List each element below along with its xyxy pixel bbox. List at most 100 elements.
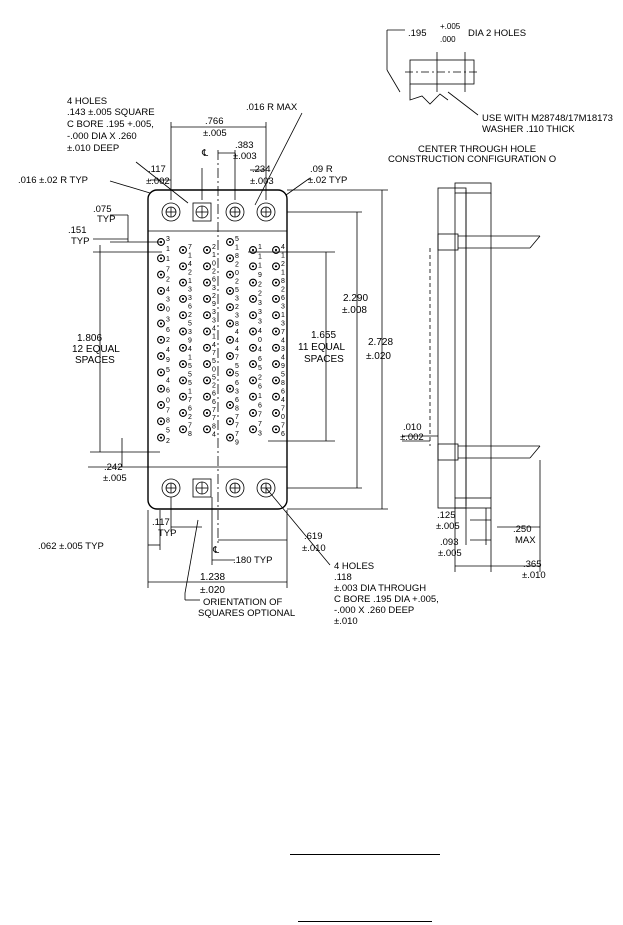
contact-pin <box>272 376 280 385</box>
contact-pin-center <box>159 403 163 407</box>
pin-number-label: 0 <box>166 307 170 314</box>
contact-pin <box>272 327 280 336</box>
mounting-hole-top-4 <box>256 202 276 222</box>
contact-pin <box>179 262 187 271</box>
d365-value: .365 <box>523 559 542 570</box>
contact-pin-center <box>205 428 209 431</box>
pin-number-label: 7 <box>188 244 192 251</box>
d234-tol: ±.003 <box>250 176 274 187</box>
pin-number-label: 4 <box>166 347 170 354</box>
contact-pin <box>157 401 165 409</box>
d250-max: MAX <box>515 535 536 546</box>
contact-pin-center <box>228 338 232 341</box>
contact-pin-center <box>159 257 163 260</box>
contact-pin-center <box>228 403 232 407</box>
pin-number-label: 6 <box>258 402 262 409</box>
pin-number-label: 9 <box>281 363 285 370</box>
contact-pin-center <box>274 248 278 252</box>
mounting-hole-bottom-3 <box>225 478 245 498</box>
contact-pin <box>157 335 165 344</box>
contact-pin <box>272 278 280 287</box>
d180-typ: .180 TYP <box>233 555 272 566</box>
pin-number-label: 5 <box>188 380 192 387</box>
pin-number-label: 0 <box>212 366 216 373</box>
pin-number-label: 3 <box>281 346 285 353</box>
contact-pin-center <box>159 436 163 439</box>
pin-number-label: 2 <box>212 383 216 390</box>
contact-pin <box>249 262 257 271</box>
pin-number-label: 1 <box>258 244 262 251</box>
pin-number-label: 5 <box>258 365 262 372</box>
d075-typ: TYP <box>97 214 115 225</box>
pin-number-label: 4 <box>258 346 262 353</box>
pin-number-label: 3 <box>212 285 216 292</box>
contact-pin-center <box>274 411 278 415</box>
contact-pin-center <box>159 371 163 374</box>
pin-number-label: 1 <box>188 253 192 260</box>
pin-number-label: 4 <box>235 329 239 336</box>
pin-number-label: 1 <box>166 246 170 253</box>
pin-number-label: 6 <box>188 406 192 413</box>
mounting-hole-bottom-2 <box>192 478 212 498</box>
d242-value: .242 <box>104 462 123 473</box>
pin-number-label: 3 <box>258 309 262 316</box>
pin-number-label: 4 <box>281 397 285 404</box>
contact-pin <box>226 352 234 361</box>
contact-pin-center <box>205 379 209 382</box>
contact-pin-center <box>181 411 185 415</box>
pin-number-label: 3 <box>235 295 239 302</box>
contact-pin-center <box>251 248 255 252</box>
contact-pin-center <box>274 346 278 349</box>
pin-number-label: 2 <box>212 293 216 300</box>
pin-number-label: 1 <box>166 256 170 263</box>
pin-number-label: 2 <box>188 414 192 421</box>
four-holes-bottom-1: 4 HOLES <box>334 561 374 572</box>
pin-number-label: 8 <box>212 423 216 430</box>
contact-pin-center <box>159 273 163 276</box>
pin-number-label: 4 <box>281 244 285 251</box>
contact-pin <box>203 294 211 303</box>
pin-number-label: 9 <box>188 338 192 345</box>
pin-number-label: 2 <box>235 304 239 311</box>
d1655-spaces: SPACES <box>304 354 344 365</box>
d010-tol: ±.002 <box>400 432 424 443</box>
pin-number-label: 1 <box>212 252 216 259</box>
contact-pin-center <box>274 428 278 431</box>
contact-pin <box>203 376 211 385</box>
d093-value: .093 <box>440 537 459 548</box>
contact-pin <box>272 262 280 271</box>
contact-pin-center <box>205 281 209 284</box>
contact-pin <box>179 278 187 287</box>
r016-max: .016 R MAX <box>246 102 298 113</box>
pin-number-label: 7 <box>258 412 262 419</box>
pin-number-label: 3 <box>166 236 170 243</box>
contact-pin-center <box>228 436 232 439</box>
contact-pin-center <box>181 346 185 349</box>
contact-pin-center <box>159 240 163 244</box>
pin-number-label: 5 <box>281 372 285 379</box>
pin-number-label: 4 <box>212 431 216 438</box>
d117-top-tol: ±.002 <box>146 176 170 187</box>
contact-pin-center <box>181 330 185 333</box>
contact-pin <box>157 254 165 263</box>
four-holes-bottom-6: ±.010 <box>334 616 358 627</box>
d117-bottom-typ: TYP <box>158 528 176 539</box>
side-dia-tol-plus: +.005 <box>440 22 461 31</box>
contact-pin-center <box>274 363 278 366</box>
contact-pin <box>249 376 257 385</box>
contact-pin-center <box>181 428 185 431</box>
pin-number-label: 2 <box>212 244 216 251</box>
center-through-note-1: CENTER THROUGH HOLE <box>418 144 536 155</box>
contact-pin-center <box>228 371 232 374</box>
contact-pin <box>272 392 280 401</box>
contact-pin <box>157 286 165 295</box>
contact-pin-center <box>181 395 185 398</box>
connector-body-outline <box>147 189 288 510</box>
contact-pin <box>226 254 234 263</box>
contact-pin <box>157 384 165 393</box>
mounting-hole-top-1 <box>161 202 181 222</box>
center-through-note-2: CONSTRUCTION CONFIGURATION O <box>388 154 556 165</box>
contact-pin <box>157 319 165 328</box>
contact-pin-center <box>228 289 232 292</box>
contact-pin-center <box>251 297 255 300</box>
